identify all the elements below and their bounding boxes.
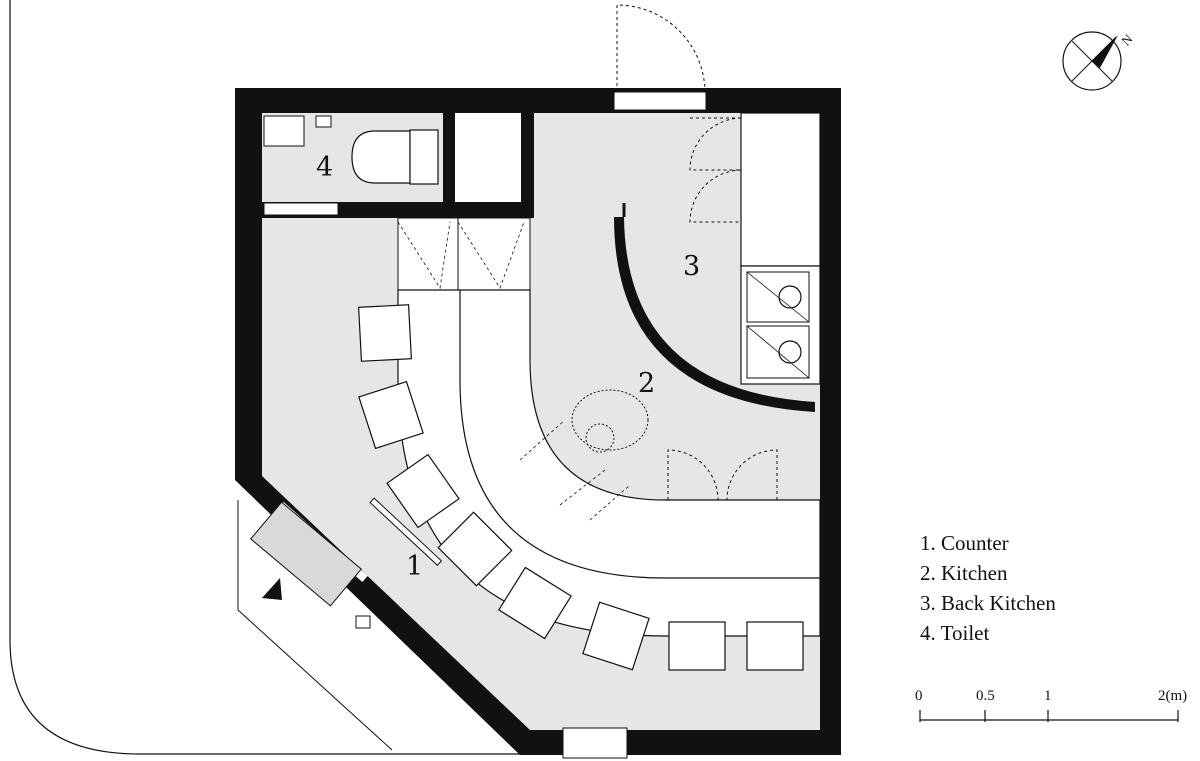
stool	[386, 453, 460, 529]
entrance-arrow-icon	[262, 578, 282, 600]
shelf-door-swing-bottom	[689, 169, 742, 223]
compass-label: N	[1118, 31, 1136, 49]
stools	[357, 304, 804, 671]
stool	[746, 621, 804, 671]
toilet-tank	[409, 129, 439, 185]
stool	[668, 621, 726, 671]
room-number-3: 3	[683, 251, 700, 282]
stool	[358, 380, 424, 450]
front-window	[562, 727, 628, 759]
legend-item: 3. Back Kitchen	[920, 591, 1056, 615]
legend-item: 4. Toilet	[920, 621, 989, 645]
storage-wall	[521, 113, 534, 218]
scale-bar: 0 0.5 1 2(m)	[915, 688, 1187, 722]
room-number-2: 2	[638, 368, 655, 399]
toilet-bowl	[351, 130, 411, 184]
stool	[498, 566, 572, 640]
compass-needle-icon	[1092, 35, 1118, 68]
scale-label: 1	[1044, 688, 1052, 704]
sink-line	[746, 271, 810, 323]
chef-head	[585, 423, 615, 453]
scale-label: 2(m)	[1158, 688, 1187, 704]
room-number-4: 4	[316, 152, 333, 183]
fridge-marks	[397, 221, 525, 290]
washbasin-tap	[315, 115, 332, 128]
room-number-1: 1	[406, 551, 423, 582]
stool	[357, 304, 413, 362]
sink-drain-2	[778, 340, 802, 364]
cabinet-door-swing-left	[667, 449, 719, 501]
back-kitchen-counter	[740, 112, 821, 267]
shelf-door-swing-top	[689, 117, 742, 171]
legend-item: 1. Counter	[920, 531, 1009, 555]
toilet-door-opening	[263, 202, 339, 216]
toilet-wall-right	[443, 113, 455, 218]
street-curb-line	[9, 0, 520, 755]
scale-label: 0	[915, 688, 923, 704]
sink-drain-1	[778, 285, 802, 309]
washbasin	[263, 115, 305, 147]
cabinet-door-swing-right	[726, 449, 778, 501]
back-door-swing	[616, 4, 706, 93]
legend-item: 2. Kitchen	[920, 561, 1008, 585]
counter-cut-lines	[519, 419, 631, 521]
storage-closet	[455, 113, 521, 202]
scale-label: 0.5	[976, 688, 995, 704]
entrance-signboard	[250, 501, 362, 607]
counter-inner-edge	[459, 290, 820, 579]
entrance-ramp-line	[237, 500, 393, 751]
stool	[437, 511, 513, 587]
legend: 1. Counter 2. Kitchen 3. Back Kitchen 4.…	[920, 531, 1056, 645]
back-door-frame	[613, 91, 707, 111]
fridge-unit-left	[397, 217, 459, 291]
chef-figure	[571, 389, 649, 451]
stool	[582, 601, 650, 671]
compass: N	[1062, 31, 1136, 91]
sink-line	[746, 325, 810, 379]
entrance-glass	[369, 497, 443, 566]
entrance-step	[355, 615, 371, 629]
